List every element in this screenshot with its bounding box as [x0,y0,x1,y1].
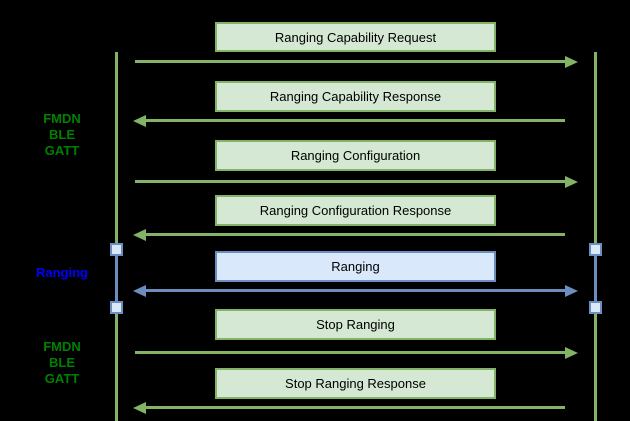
arrow-line [146,406,565,409]
activation-marker [588,243,602,256]
phase-label-line: FMDN [43,111,81,126]
phase-label-line: GATT [44,143,80,158]
message-box: Stop Ranging Response [215,368,496,399]
arrowhead-left-icon [133,115,146,127]
arrowhead-left-icon [133,229,146,241]
right-lifeline [594,52,597,421]
phase-label-ranging: Ranging [0,265,124,281]
message-box: Ranging Configuration Response [215,195,496,226]
message-label: Stop Ranging Response [285,376,426,391]
message-box: Ranging Capability Response [215,81,496,112]
activation-marker [109,243,123,256]
message-arrow [133,285,578,297]
message-box: Ranging [215,251,496,282]
left-lifeline-ranging-segment [115,250,118,308]
message-label: Ranging Configuration Response [259,203,452,218]
activation-marker [109,301,123,314]
arrowhead-right-icon [565,176,578,188]
activation-marker [588,301,602,314]
message-arrow [133,56,578,68]
phase-label-line: FMDN [43,339,81,354]
arrow-line [135,351,565,354]
arrow-line [135,60,565,63]
message-label: Ranging Configuration [290,148,421,163]
arrow-line [146,119,565,122]
message-label: Ranging Capability Request [274,29,437,45]
phase-label-line: BLE [49,355,75,370]
message-arrow [133,347,578,359]
arrowhead-right-icon [565,285,578,297]
arrowhead-right-icon [565,347,578,359]
arrowhead-left-icon [133,402,146,414]
phase-label-line: Ranging [36,265,88,280]
right-lifeline-ranging-segment [594,250,597,308]
message-label: Stop Ranging [316,317,395,332]
message-box: Ranging Capability Request [215,22,496,52]
arrow-line [146,289,565,292]
arrowhead-left-icon [133,285,146,297]
message-label: Ranging Capability Response [269,89,442,104]
message-box: Stop Ranging [215,309,496,340]
message-arrow [133,115,578,127]
phase-label-fmdn-ble-gatt-top: FMDN BLE GATT [0,111,124,159]
left-lifeline [115,52,118,421]
arrow-line [135,180,565,183]
phase-label-line: BLE [49,127,75,142]
arrowhead-right-icon [565,56,578,68]
phase-label-line: GATT [44,371,80,386]
message-arrow [133,176,578,188]
message-label: Ranging [331,259,380,274]
phase-label-fmdn-ble-gatt-bottom: FMDN BLE GATT [0,339,124,387]
message-arrow [133,229,578,241]
message-box: Ranging Configuration [215,140,496,171]
arrow-line [146,233,565,236]
message-arrow [133,402,578,414]
